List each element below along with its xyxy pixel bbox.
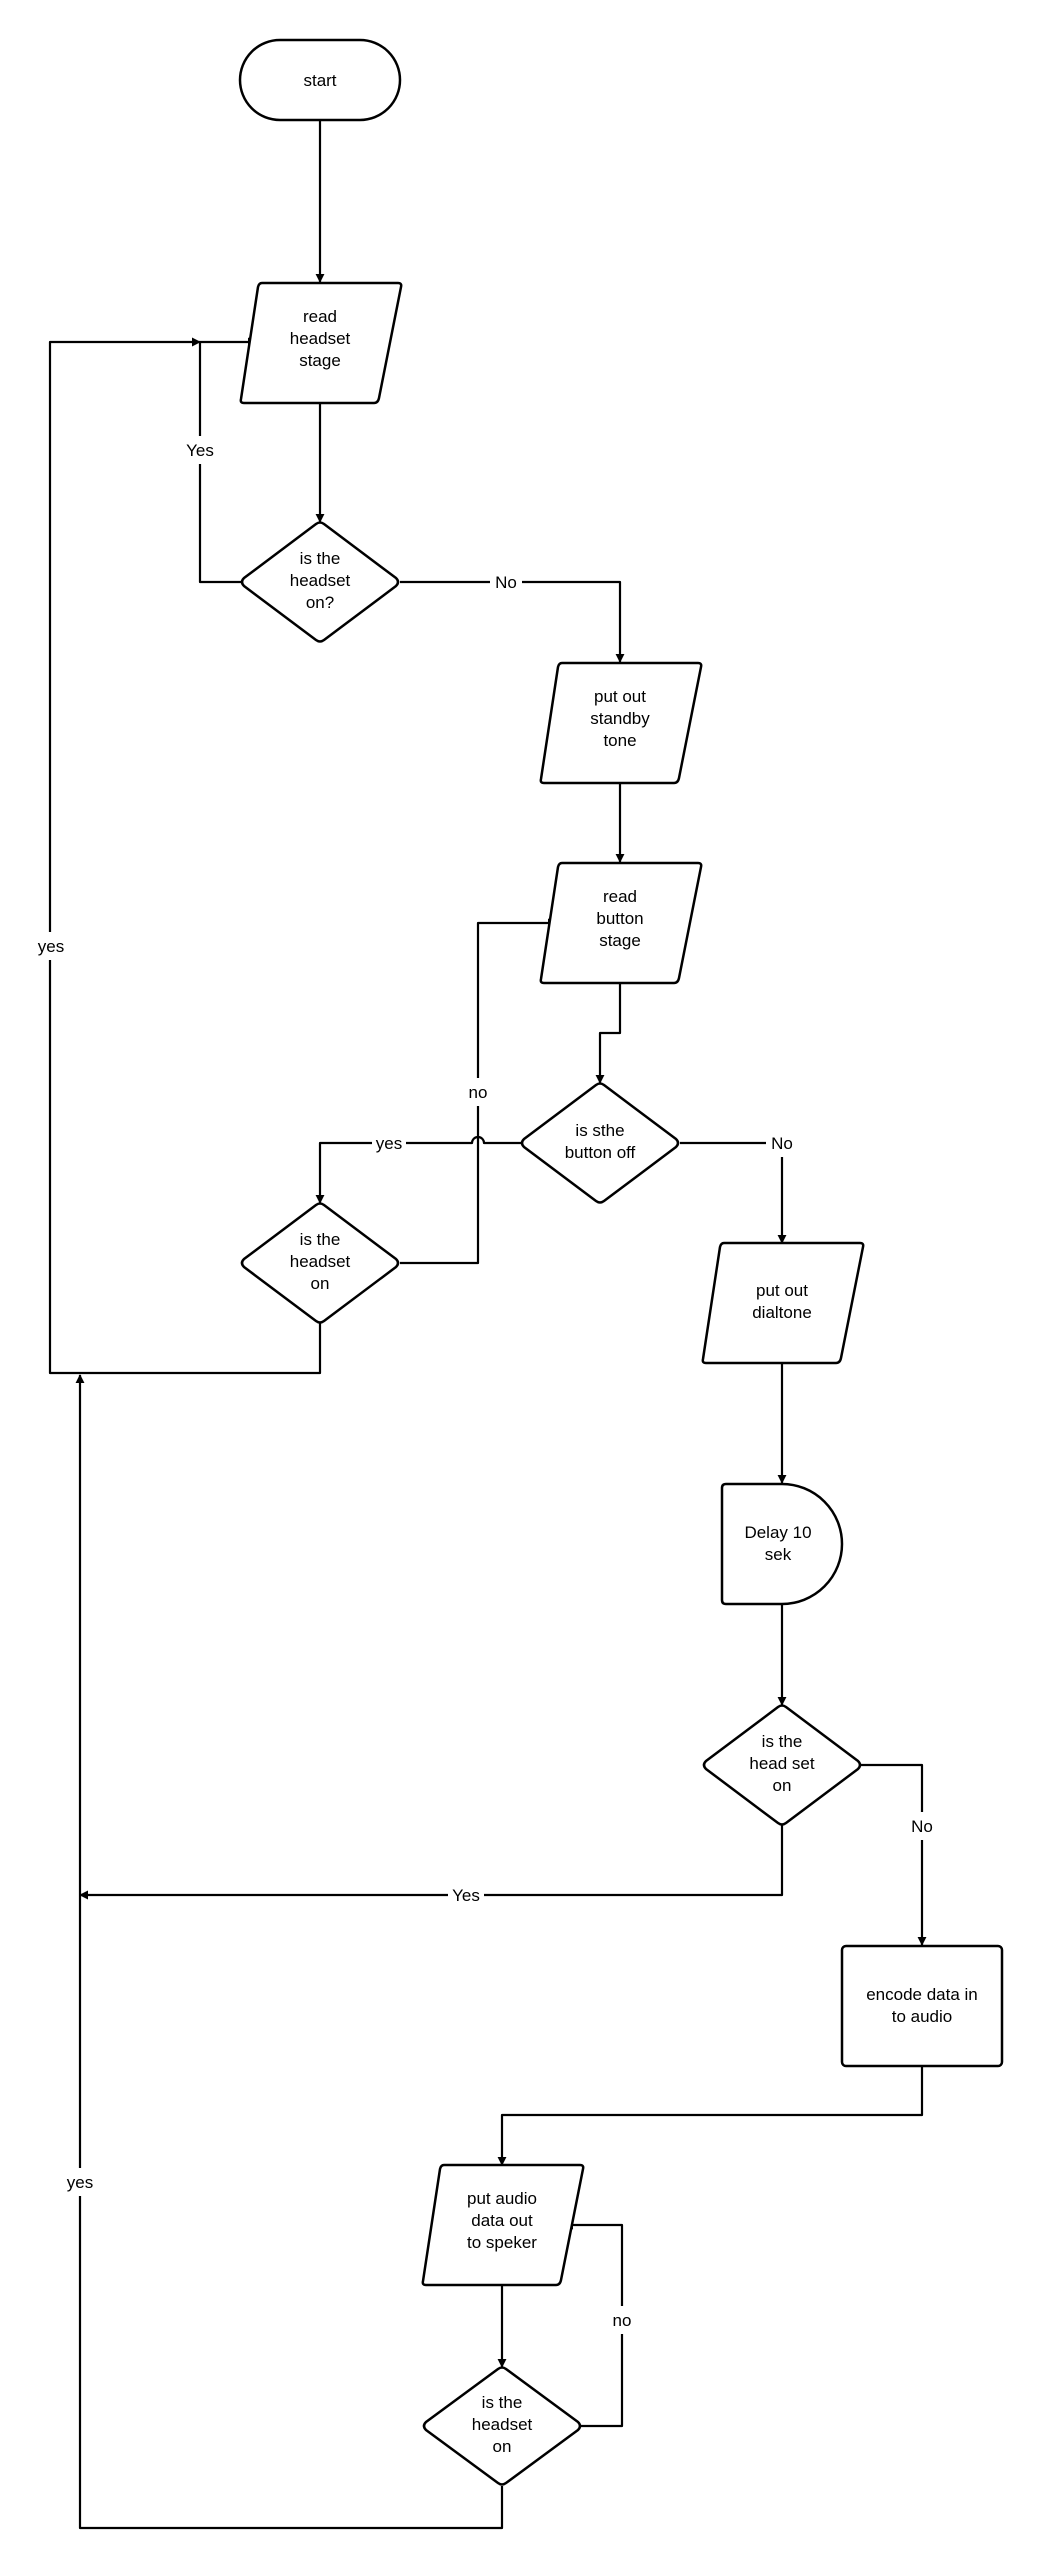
edges <box>48 120 927 2530</box>
node-delay-10-sek: Delay 10 sek <box>720 1482 844 1606</box>
edge-label-decision-3-no: No <box>906 1812 938 1840</box>
svg-text:on?: on? <box>306 593 334 612</box>
svg-text:Yes: Yes <box>186 441 214 460</box>
edge-label-decision-2-no: no <box>464 1078 492 1106</box>
svg-text:data out: data out <box>471 2211 533 2230</box>
svg-text:head set: head set <box>749 1754 814 1773</box>
svg-text:put out: put out <box>594 687 646 706</box>
svg-text:yes: yes <box>376 1134 402 1153</box>
nodes: start read headset stage is the headset … <box>238 38 1004 2486</box>
node-read-button-stage: read button stage <box>539 861 703 985</box>
edge-button-off-yes <box>315 1135 522 1204</box>
edge-label-decision-4-no: no <box>608 2306 636 2334</box>
edge-decision-3-no <box>860 1763 927 1946</box>
svg-text:read: read <box>603 887 637 906</box>
node-start: start <box>238 38 402 122</box>
svg-text:tone: tone <box>603 731 636 750</box>
edge-label-decision-3-yes: Yes <box>448 1881 484 1909</box>
edge-label-decision-1-yes: Yes <box>182 436 218 464</box>
edge-decision-4-yes <box>75 1374 504 2530</box>
edge-decision-3-yes <box>79 1825 784 1900</box>
node-decision-headset-on-3: is the headset on <box>422 2366 582 2486</box>
svg-text:put audio: put audio <box>467 2189 537 2208</box>
svg-text:stage: stage <box>299 351 341 370</box>
svg-text:is the: is the <box>482 2393 523 2412</box>
node-read-headset-stage: read headset stage <box>239 281 403 405</box>
node-encode-data: encode data in to audio <box>840 1944 1004 2068</box>
svg-text:yes: yes <box>38 937 64 956</box>
svg-text:standby: standby <box>590 709 650 728</box>
svg-text:headset: headset <box>290 571 351 590</box>
svg-text:encode data in: encode data in <box>866 1985 978 2004</box>
svg-text:stage: stage <box>599 931 641 950</box>
node-decision-button-off: is sthe button off <box>520 1082 680 1204</box>
svg-text:no: no <box>613 2311 632 2330</box>
svg-text:is the: is the <box>300 1230 341 1249</box>
svg-text:button: button <box>596 909 643 928</box>
node-put-out-dialtone: put out dialtone <box>701 1241 865 1365</box>
svg-text:headset: headset <box>472 2415 533 2434</box>
svg-text:to audio: to audio <box>892 2007 953 2026</box>
node-put-out-standby-tone: put out standby tone <box>539 661 703 785</box>
svg-text:No: No <box>771 1134 793 1153</box>
svg-text:Delay 10: Delay 10 <box>744 1523 811 1542</box>
svg-text:is the: is the <box>762 1732 803 1751</box>
node-decision-headset-on-1: is the headset on? <box>240 521 400 643</box>
node-decision-headset-on-2: is the headset on <box>240 1202 400 1324</box>
svg-text:start: start <box>303 71 336 90</box>
edge-label-decision-4-yes: yes <box>63 2168 97 2196</box>
edge-label-decision-2-yes: yes <box>34 932 68 960</box>
edge-decision-1-no <box>400 580 625 663</box>
svg-text:button off: button off <box>565 1143 636 1162</box>
svg-text:is the: is the <box>300 549 341 568</box>
svg-text:on: on <box>493 2437 512 2456</box>
svg-text:to speker: to speker <box>467 2233 537 2252</box>
node-decision-head-set-on: is the head set on <box>702 1704 862 1826</box>
edge-label-decision-1-no: No <box>490 568 522 596</box>
svg-text:yes: yes <box>67 2173 93 2192</box>
edge-decision-2-yes <box>48 337 322 1375</box>
svg-text:headset: headset <box>290 329 351 348</box>
svg-text:read: read <box>303 307 337 326</box>
svg-text:on: on <box>311 1274 330 1293</box>
svg-text:headset: headset <box>290 1252 351 1271</box>
svg-text:No: No <box>495 573 517 592</box>
node-put-audio-data-out: put audio data out to speker <box>421 2163 585 2287</box>
edge-encode-to-audio-out <box>497 2065 924 2166</box>
svg-text:on: on <box>773 1776 792 1795</box>
edge-read-button-to-decision-button <box>595 983 622 1084</box>
edge-label-button-off-no: No <box>766 1129 798 1157</box>
edge-label-button-off-yes: yes <box>372 1129 406 1157</box>
svg-text:is sthe: is sthe <box>575 1121 624 1140</box>
svg-text:no: no <box>469 1083 488 1102</box>
svg-text:No: No <box>911 1817 933 1836</box>
edge-button-off-no <box>680 1141 787 1244</box>
svg-text:Yes: Yes <box>452 1886 480 1905</box>
svg-text:dialtone: dialtone <box>752 1303 812 1322</box>
svg-text:put out: put out <box>756 1281 808 1300</box>
edge-labels: Yes No yes no yes No No Yes <box>34 436 938 2334</box>
svg-text:sek: sek <box>765 1545 792 1564</box>
